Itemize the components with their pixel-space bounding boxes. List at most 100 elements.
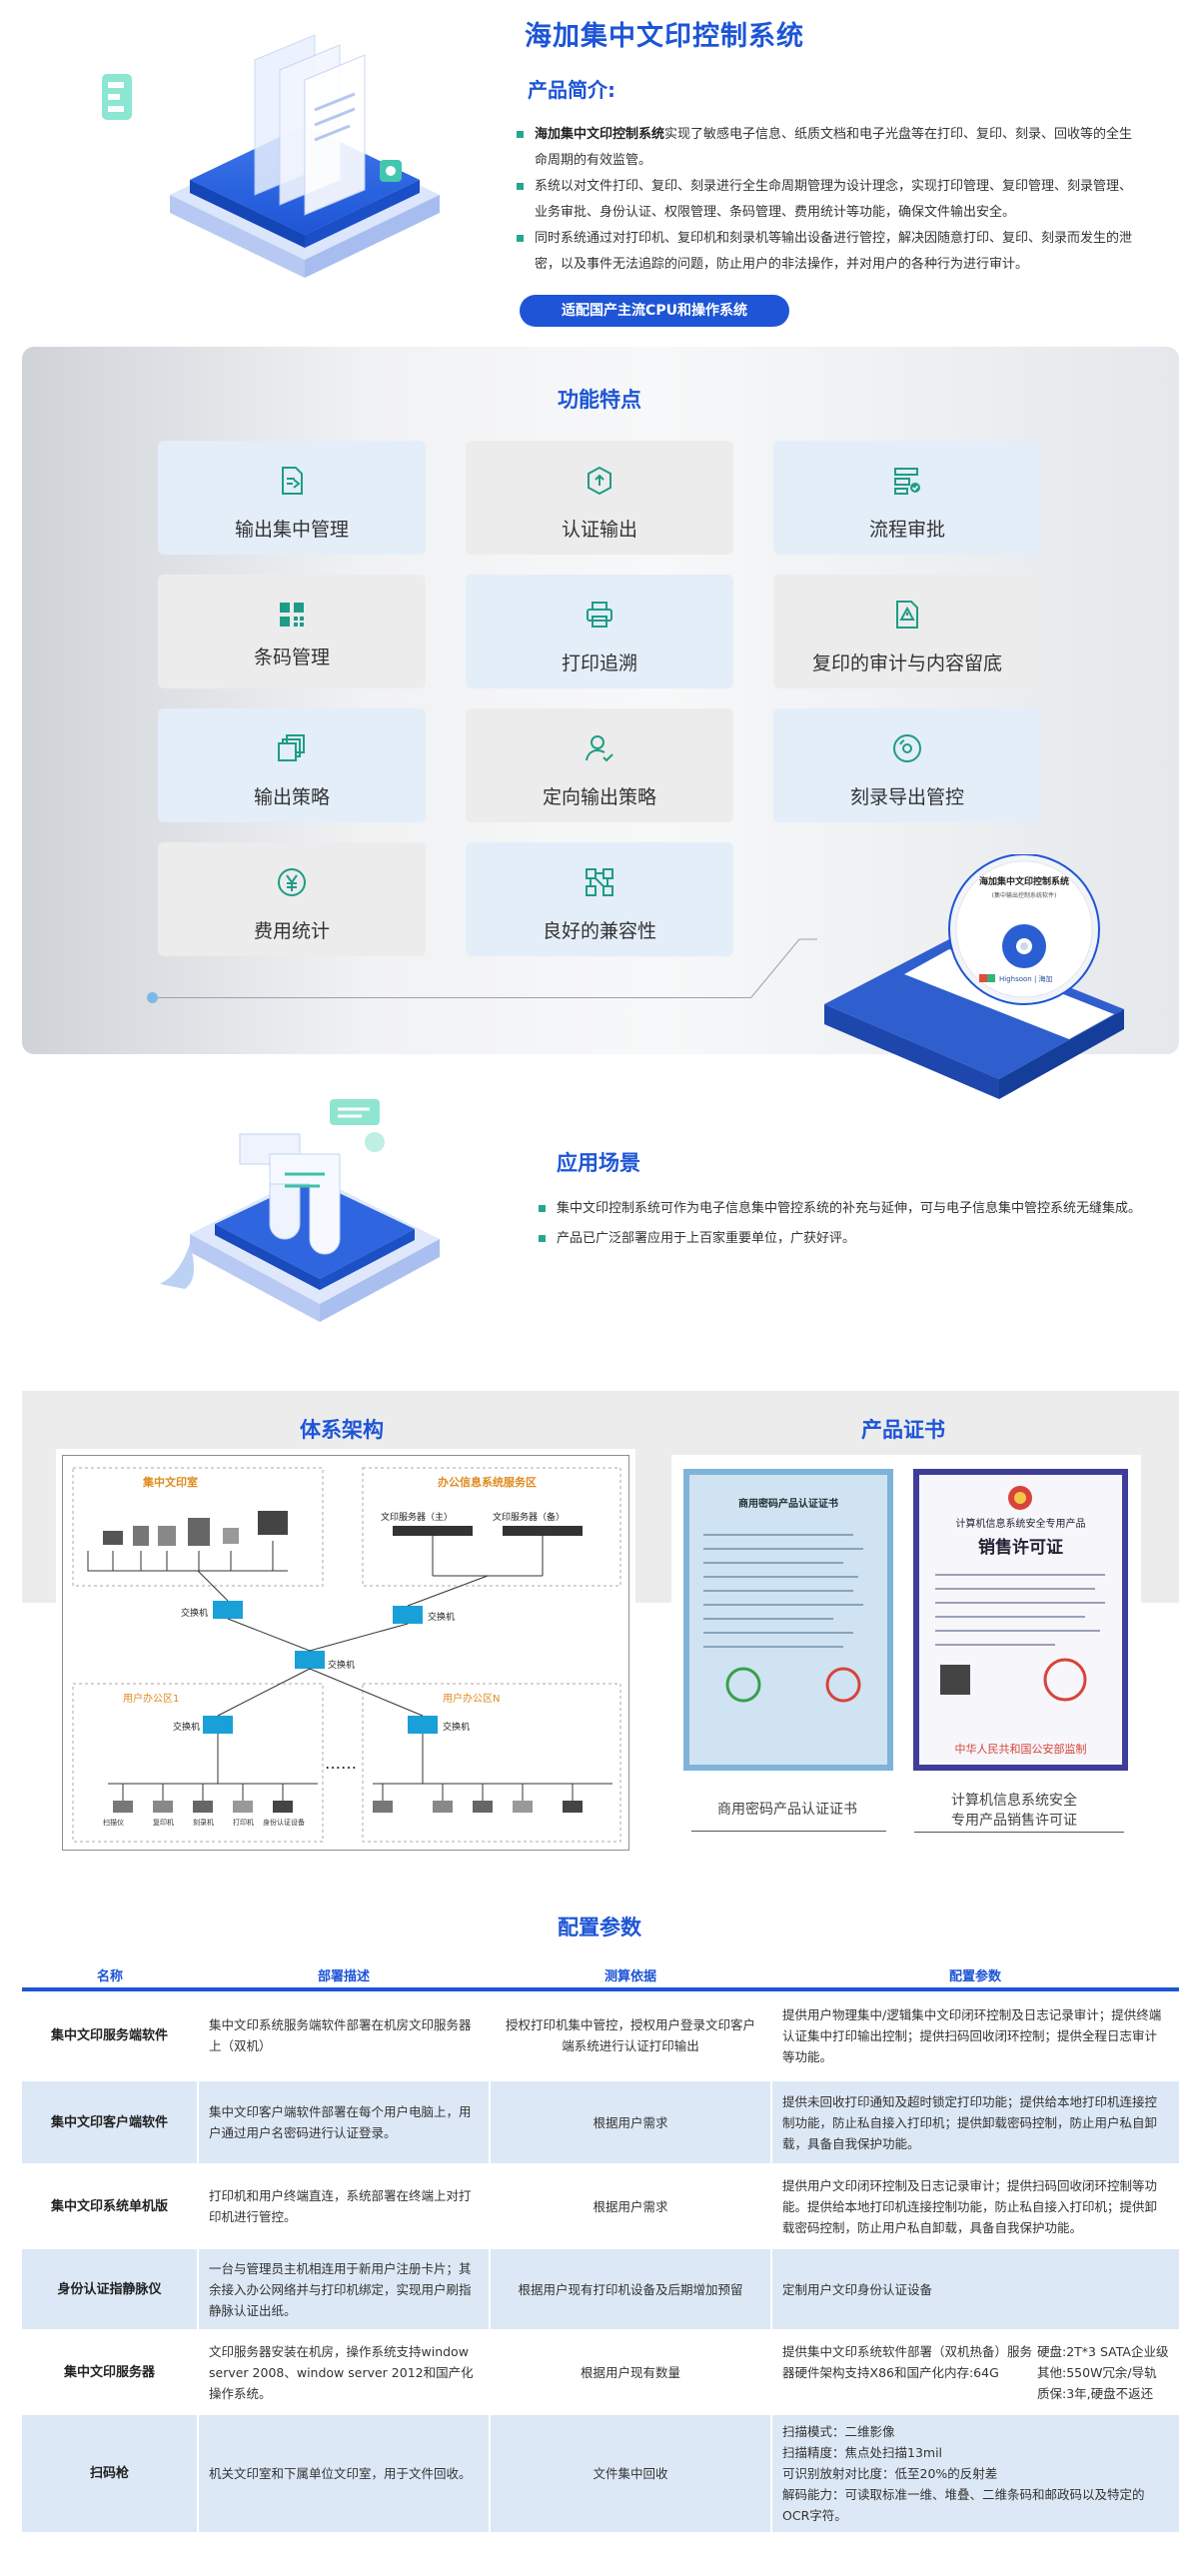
intro-item-text: 系统以对文件打印、复印、刻录进行全生命周期管理为设计理念，实现打印管理、复印管理… xyxy=(535,179,1133,220)
certificates-frame: 商用密码产品认证证书 计算机信息系统安全专用产品 销售许可证 中华人民共和国公安… xyxy=(671,1455,1141,1845)
feature-card: 流程审批 xyxy=(773,441,1041,555)
feature-label: 费用统计 xyxy=(253,920,330,942)
intro-item: 同时系统通过对打印机、复印机和刻录机等输出设备进行管控，解决因随意打印、复印、刻… xyxy=(515,226,1134,278)
device-label: 复印机 xyxy=(153,1819,174,1827)
column-header: 测算依据 xyxy=(490,1961,771,1991)
table-row: 集中文印系统单机版 打印机和用户终端直连，系统部署在终端上对打印机进行管控。 根… xyxy=(22,2164,1179,2249)
audit-document-icon xyxy=(896,601,918,629)
feature-card: 刻录导出管控 xyxy=(773,708,1041,822)
disc-label: 海加集中文印控制系统 xyxy=(978,877,1069,887)
row-params: 提供用户物理集中/逻辑集中文印闭环控制及日志记录审计；提供终端认证集中打印输出控… xyxy=(770,1989,1179,2081)
yen-coin-icon xyxy=(278,868,306,896)
feature-card: 复印的审计与内容留底 xyxy=(773,575,1041,688)
feature-card: 打印追溯 xyxy=(466,575,733,688)
switch-label: 交换机 xyxy=(428,1613,456,1623)
feature-label: 复印的审计与内容留底 xyxy=(811,652,1002,674)
row-params: 提供用户文印闭环控制及日志记录审计；提供扫码回收闭环控制等功能。提供给本地打印机… xyxy=(770,2164,1179,2249)
row-name: 集中文印系统单机版 xyxy=(22,2164,198,2249)
scenario-illustration xyxy=(160,1094,460,1324)
intro-item: 系统以对文件打印、复印、刻录进行全生命周期管理为设计理念，实现打印管理、复印管理… xyxy=(515,174,1134,226)
product-illustration xyxy=(100,20,470,290)
zone-label: 集中文印室 xyxy=(143,1476,198,1489)
scenario-title: 应用场景 xyxy=(557,1151,640,1175)
certificate-header: 销售许可证 xyxy=(978,1538,1063,1558)
row-basis: 根据用户需求 xyxy=(489,2080,771,2165)
certificate-header: 商用密码产品认证证书 xyxy=(738,1499,838,1510)
scenario-list: 集中文印控制系统可作为电子信息集中管控系统的补充与延伸，可与电子信息集中管控系统… xyxy=(535,1196,1144,1252)
row-name: 集中文印服务器 xyxy=(22,2330,198,2415)
disc-sublabel: (集中输出控制系统软件) xyxy=(991,892,1057,899)
row-basis: 根据用户需求 xyxy=(489,2164,771,2249)
device-label: 打印机 xyxy=(233,1819,254,1827)
column-header: 部署描述 xyxy=(198,1961,490,1991)
feature-card: 输出集中管理 xyxy=(158,441,426,555)
feature-card: 条码管理 xyxy=(158,575,426,688)
feature-label: 认证输出 xyxy=(561,519,637,541)
caption-line: 专用产品销售许可证 xyxy=(951,1813,1077,1829)
feature-label: 输出集中管理 xyxy=(234,519,349,541)
layers-icon xyxy=(278,734,305,761)
shield-upload-icon xyxy=(588,466,611,496)
row-basis: 根据用户现有数量 xyxy=(489,2330,771,2415)
caption-underline xyxy=(691,1831,886,1832)
config-table: 名称 部署描述 测算依据 配置参数 集中文印服务端软件 集中文印系统服务端软件部… xyxy=(22,1961,1179,2534)
zone-label: 用户办公区N xyxy=(443,1694,501,1705)
architecture-title: 体系架构 xyxy=(300,1418,384,1442)
feature-card: 费用统计 xyxy=(158,842,426,956)
row-desc: 机关文印室和下属单位文印室，用于文件回收。 xyxy=(197,2414,490,2534)
feature-card: 良好的兼容性 xyxy=(466,842,733,956)
decorative-dot xyxy=(147,992,158,1003)
table-row: 集中文印客户端软件 集中文印客户端软件部署在每个用户电脑上，用户通过用户名密码进… xyxy=(22,2080,1179,2165)
switch-label: 交换机 xyxy=(328,1661,356,1671)
zone-label: 办公信息系统服务区 xyxy=(438,1476,537,1489)
printer-icon xyxy=(587,602,612,628)
certificates-title: 产品证书 xyxy=(861,1418,945,1442)
network-nodes-icon xyxy=(586,868,613,896)
row-desc: 打印机和用户终端直连，系统部署在终端上对打印机进行管控。 xyxy=(197,2164,490,2249)
table-row: 身份认证指静脉仪 一台与管理员主机相连用于新用户注册卡片；其余接入办公网络并与打… xyxy=(22,2248,1179,2331)
row-params: 定制用户文印身份认证设备 xyxy=(770,2248,1179,2331)
scenario-item: 产品已广泛部署应用于上百家重要单位，广获好评。 xyxy=(535,1226,1144,1252)
config-title: 配置参数 xyxy=(558,1916,641,1939)
feature-label: 输出策略 xyxy=(253,786,330,808)
server-label: 文印服务器（备） xyxy=(493,1513,566,1523)
architecture-diagram: 集中文印室 办公信息系统服务区 用户办公区1 用户办公区N 文印服务器（主） 文… xyxy=(62,1455,629,1851)
row-name: 扫码枪 xyxy=(22,2414,198,2534)
intro-item: 海加集中文印控制系统实现了敏感电子信息、纸质文档和电子光盘等在打印、复印、刻录、… xyxy=(515,122,1134,174)
compatibility-badge: 适配国产主流CPU和操作系统 xyxy=(520,295,789,327)
row-params: 提供未回收打印通知及超时锁定打印功能；提供给本地打印机连接控制功能，防止私自接入… xyxy=(770,2080,1179,2165)
column-header: 配置参数 xyxy=(771,1961,1179,1991)
row-basis: 文件集中回收 xyxy=(489,2414,771,2534)
row-desc: 集中文印客户端软件部署在每个用户电脑上，用户通过用户名密码进行认证登录。 xyxy=(197,2080,490,2165)
certificate-caption: 计算机信息系统安全专用产品销售许可证 xyxy=(909,1791,1119,1831)
caption-underline xyxy=(914,1832,1124,1833)
row-params-right: 硬盘:2T*3 SATA企业级其他:550W冗余/导轨质保:3年,硬盘不返还 xyxy=(1037,2343,1169,2401)
software-package-image: 海加集中文印控制系统 (集中输出控制系统软件) Highsoon | 海加 xyxy=(809,853,1134,1148)
features-title: 功能特点 xyxy=(558,388,641,412)
column-header: 名称 xyxy=(22,1961,198,1991)
switch-label: 交换机 xyxy=(173,1723,201,1733)
row-basis: 授权打印机集中管控，授权用户登录文印客户端系统进行认证打印输出 xyxy=(489,1989,771,2081)
feature-label: 定向输出策略 xyxy=(542,786,656,808)
feature-label: 良好的兼容性 xyxy=(542,920,656,942)
certificate-sales-license: 计算机信息系统安全专用产品 销售许可证 中华人民共和国公安部监制 xyxy=(913,1469,1128,1771)
row-desc: 一台与管理员主机相连用于新用户注册卡片；其余接入办公网络并与打印机绑定，实现用户… xyxy=(197,2248,490,2331)
device-label: 身份认证设备 xyxy=(263,1819,305,1827)
intro-item-text: 实现了敏感电子信息、纸质文档和电子光盘等在打印、复印、刻录、回收等的全生命周期的… xyxy=(535,127,1133,168)
row-params-left: 提供集中文印系统软件部署（双机热备）服务器硬件架构支持X86和国产化内存:64G xyxy=(782,2343,1033,2380)
feature-label: 条码管理 xyxy=(253,646,330,668)
row-params: 扫描模式：二维影像 扫描精度：焦点处扫描13mil 可识别放射对比度：低至20%… xyxy=(770,2414,1179,2534)
feature-card: 定向输出策略 xyxy=(466,708,733,822)
device-label: 扫描仪 xyxy=(103,1819,124,1827)
row-desc: 文印服务器安装在机房，操作系统支持window server 2008、wind… xyxy=(197,2330,490,2415)
intro-item-text: 同时系统通过对打印机、复印机和刻录机等输出设备进行管控，解决因随意打印、复印、刻… xyxy=(535,231,1133,272)
row-name: 集中文印服务端软件 xyxy=(22,1989,198,2081)
disc-brand-logo: Highsoon | 海加 xyxy=(999,975,1053,983)
feature-label: 刻录导出管控 xyxy=(849,786,964,808)
certificate-footer: 中华人民共和国公安部监制 xyxy=(954,1743,1087,1756)
table-row: 集中文印服务器 文印服务器安装在机房，操作系统支持window server 2… xyxy=(22,2330,1179,2415)
scenario-item: 集中文印控制系统可作为电子信息集中管控系统的补充与延伸，可与电子信息集中管控系统… xyxy=(535,1196,1144,1222)
more-zones-dots: …… xyxy=(325,1754,357,1773)
intro-item-bold: 海加集中文印控制系统 xyxy=(535,127,665,142)
police-emblem-icon xyxy=(1008,1486,1032,1510)
